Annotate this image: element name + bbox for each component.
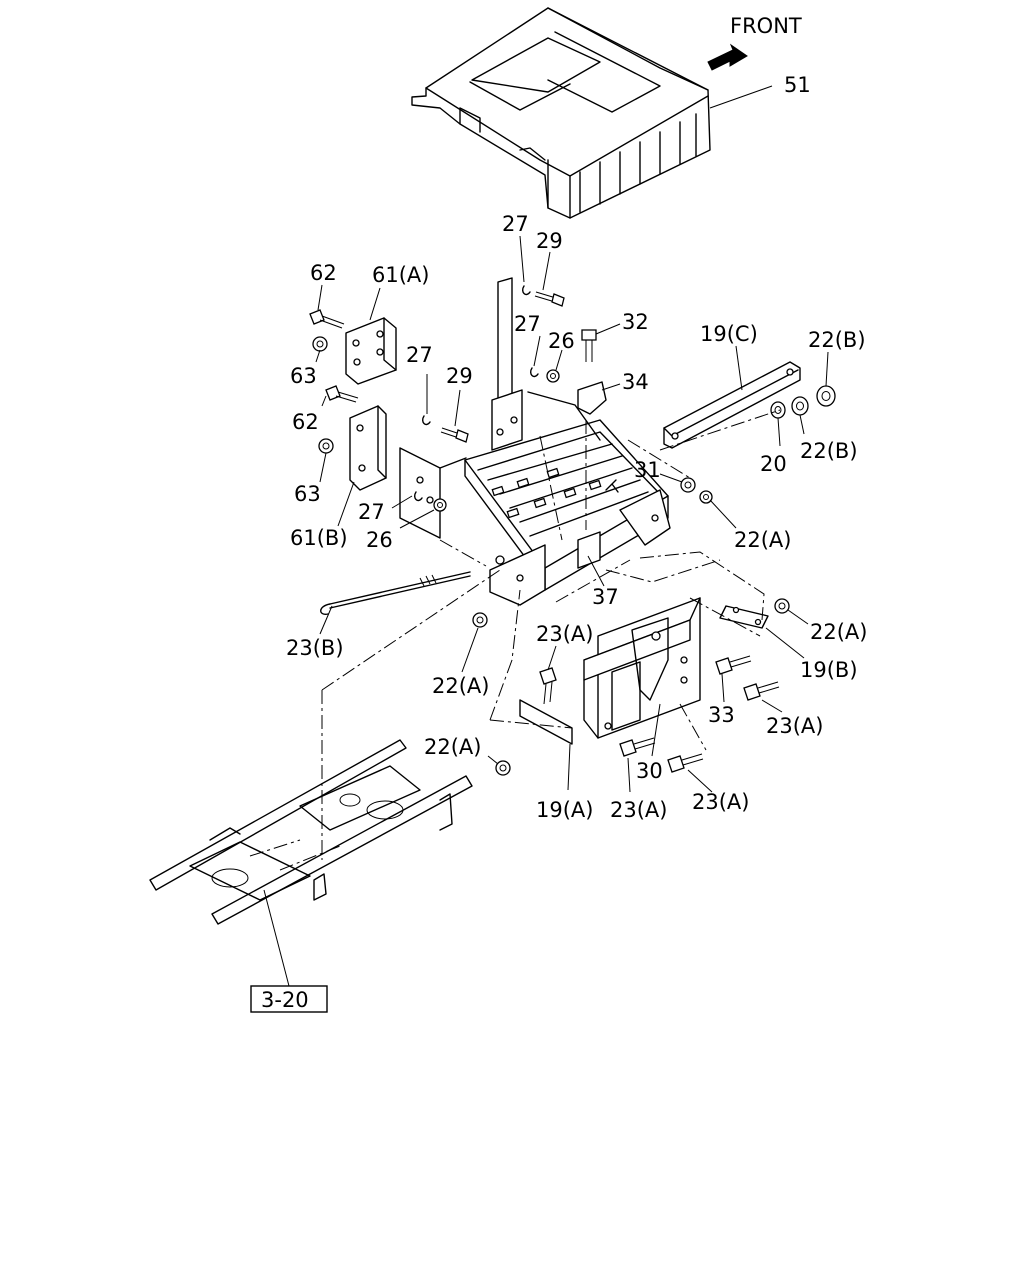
nut-22A-c [495, 760, 511, 776]
callout-22A-1: 22(A) [734, 528, 791, 552]
callout-23A-3: 23(A) [610, 798, 667, 822]
callout-63a: 63 [290, 364, 317, 388]
callout-20: 20 [760, 452, 787, 476]
nut-26b [433, 498, 447, 512]
clip-27a [521, 285, 531, 296]
nut-22B-a [816, 385, 836, 407]
nut-22A-b [774, 598, 790, 614]
hold-down-61A [345, 317, 397, 385]
callout-22A-4: 22(A) [424, 735, 481, 759]
bolt-23A-d [667, 753, 704, 773]
bolt-29a [534, 291, 565, 307]
nut-22A-r [699, 490, 713, 504]
callout-22A-2: 22(A) [810, 620, 867, 644]
battery-tray [464, 419, 671, 606]
callout-61B: 61(B) [290, 526, 348, 550]
callout-27a: 27 [502, 212, 529, 236]
clip-27b [529, 367, 539, 378]
bracket-19A [519, 699, 573, 745]
plate-30 [583, 597, 701, 739]
hold-down-61B [349, 405, 387, 491]
callout-29a: 29 [536, 229, 563, 253]
washer-20 [770, 401, 786, 419]
callout-29b: 29 [446, 364, 473, 388]
callout-27b: 27 [514, 312, 541, 336]
callout-19C: 19(C) [700, 322, 758, 346]
callout-26b: 26 [366, 528, 393, 552]
bracket-19C [663, 361, 801, 449]
bolt-33 [715, 655, 752, 675]
callout-27d: 27 [358, 500, 385, 524]
bolt-62b [325, 385, 359, 403]
callout-33: 33 [708, 703, 735, 727]
callout-62b: 62 [292, 410, 319, 434]
clip-27c [421, 415, 431, 426]
rod-23B [320, 571, 471, 615]
callout-63b: 63 [294, 482, 321, 506]
chassis-frame [149, 739, 473, 925]
reference-label: 3-20 [261, 988, 309, 1012]
battery-cover-51 [411, 7, 711, 219]
clip-27d [413, 491, 423, 502]
callout-22A-3: 22(A) [432, 674, 489, 698]
nut-63a [312, 336, 328, 352]
front-arrow-icon [707, 43, 748, 71]
callout-23A-2: 23(A) [766, 714, 823, 738]
front-label: FRONT [730, 14, 802, 38]
reference-box [250, 985, 328, 1013]
callout-37: 37 [592, 585, 619, 609]
nut-22B-b [791, 396, 809, 416]
bolt-29b [440, 427, 469, 443]
bolt-62a [309, 309, 345, 329]
callout-61A: 61(A) [372, 263, 429, 287]
bolt-23A-a [539, 667, 557, 705]
callout-23B: 23(B) [286, 636, 344, 660]
bolt-23A-c [619, 737, 656, 757]
callout-51: 51 [784, 73, 811, 97]
callout-22B-b: 22(B) [800, 439, 858, 463]
clamp-34 [577, 381, 607, 415]
callout-23A-4: 23(A) [692, 790, 749, 814]
callout-62a: 62 [310, 261, 337, 285]
callout-26a: 26 [548, 329, 575, 353]
callout-32: 32 [622, 310, 649, 334]
nut-26a [546, 369, 560, 383]
callout-30: 30 [636, 759, 663, 783]
callout-23A-1: 23(A) [536, 622, 593, 646]
nut-22A-a [472, 612, 488, 628]
callout-22B-a: 22(B) [808, 328, 866, 352]
callout-19A: 19(A) [536, 798, 593, 822]
callout-19B: 19(B) [800, 658, 858, 682]
nut-31 [680, 477, 696, 493]
callout-34: 34 [622, 370, 649, 394]
bracket-19B [719, 605, 769, 629]
bolt-23A-b [743, 681, 780, 701]
bracket-37 [577, 531, 601, 569]
callout-31: 31 [634, 458, 661, 482]
bolt-32 [581, 329, 597, 362]
callout-27c: 27 [406, 343, 433, 367]
nut-63b [318, 438, 334, 454]
